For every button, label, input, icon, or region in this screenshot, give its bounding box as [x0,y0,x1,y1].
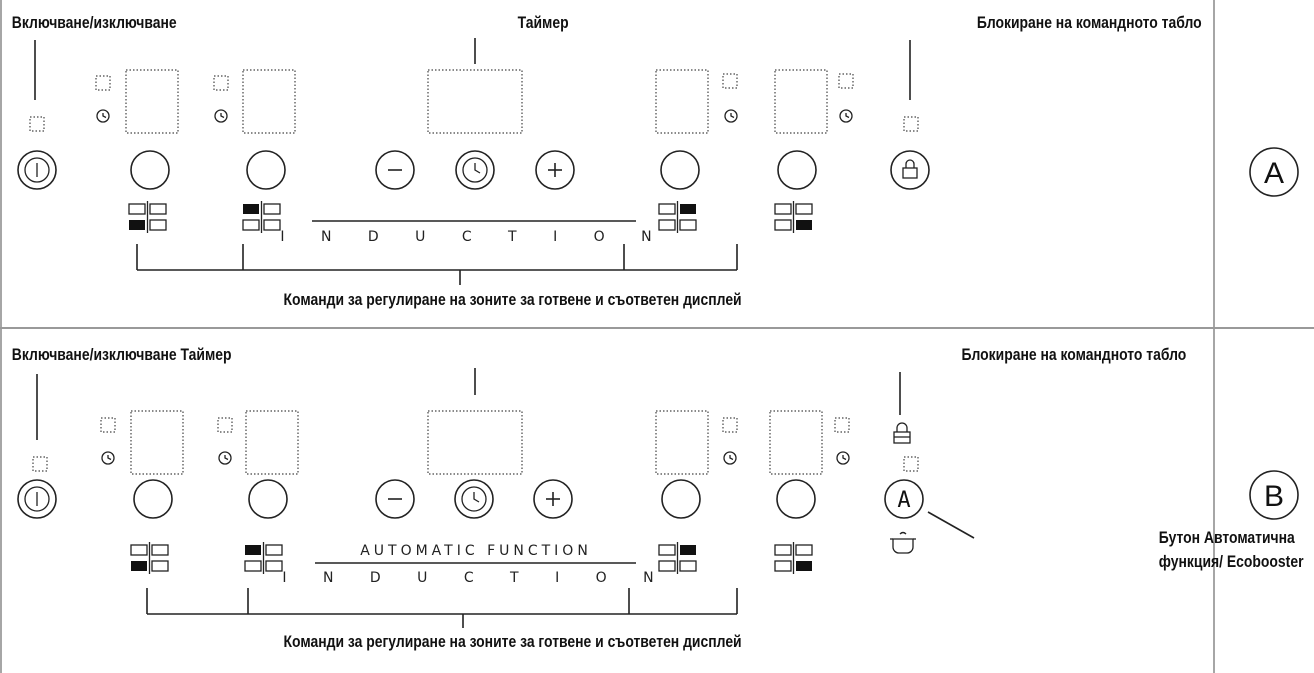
label-auto-button-line1: Бутон Автоматична [1159,529,1295,548]
label-auto-button-line2: функция/ Ecobooster [1159,553,1304,572]
power-button[interactable] [17,479,57,519]
zone-2-display [217,410,299,475]
zone-2-position-icon [244,542,283,574]
zone-1-button[interactable] [133,479,173,519]
zone-4-position-icon [774,542,813,574]
lock-icon [893,422,911,444]
zone-1-timer-indicator-icon [101,451,115,465]
zone-4-display [774,69,854,134]
panel-a-letter: A [1264,157,1284,190]
zone-1-display [95,69,179,134]
label-lock: Блокиране на командното табло [961,346,1186,365]
zone-4-display [769,410,850,475]
lock-indicator [903,456,919,472]
zones-bracket [136,244,738,285]
zone-1-button[interactable] [130,150,170,190]
power-indicator [32,456,48,472]
zone-2-timer-indicator-icon [218,451,232,465]
zone-4-button[interactable] [776,479,816,519]
lock-indicator [903,116,919,132]
zone-1-timer-indicator-icon [96,109,110,123]
label-zones: Команди за регулиране на зоните за готве… [284,633,742,652]
label-power: Включване/изключване [12,14,177,33]
induction-label: I N D U C T I O N [280,229,667,245]
minus-button[interactable] [375,150,415,190]
power-indicator [29,116,45,132]
timer-display [427,410,523,475]
leader-auto-button [927,511,975,539]
panel-a-badge [1249,147,1299,197]
clock-icon [461,486,487,512]
zones-bracket [146,588,738,628]
label-lock: Блокиране на командното табло [977,14,1202,33]
plus-icon [548,163,562,177]
power-icon [24,157,50,183]
timer-button[interactable] [455,150,495,190]
pot-icon [890,531,916,554]
panel-b: Включване/изключване Таймер Блокиране на… [12,346,1304,652]
zone-3-position-icon [658,201,697,233]
auto-function-glyph: A [897,488,910,513]
zone-1-position-icon [128,201,167,233]
label-zones: Команди за регулиране на зоните за готве… [284,291,742,310]
zone-2-button[interactable] [246,150,286,190]
power-button[interactable] [17,150,57,190]
induction-label: I N D U C T I O N [282,570,669,586]
panel-b-letter: B [1264,480,1284,513]
plus-icon [546,492,560,506]
minus-button[interactable] [375,479,415,519]
zone-3-position-icon [658,542,697,574]
zone-1-position-icon [130,542,169,574]
zone-1-display [100,410,184,475]
zone-3-button[interactable] [661,479,701,519]
plus-button[interactable] [535,150,575,190]
zone-2-position-icon [242,201,281,233]
zone-2-button[interactable] [248,479,288,519]
timer-display [427,69,523,134]
panel-a: Включване/изключване Таймер Блокиране на… [12,14,1299,310]
zone-3-timer-indicator-icon [724,109,738,123]
power-icon [24,486,50,512]
label-timer: Таймер [518,14,569,33]
lock-icon [902,159,918,179]
auto-function-button[interactable]: A [884,479,924,519]
auto-function-label: AUTOMATIC FUNCTION [360,543,592,559]
zone-2-display [213,69,296,134]
zone-3-button[interactable] [660,150,700,190]
zone-4-position-icon [774,201,813,233]
lock-button[interactable] [890,150,930,190]
zone-3-display [655,69,738,134]
label-power-timer: Включване/изключване Таймер [12,346,232,365]
clock-icon [462,157,488,183]
panel-b-badge [1249,470,1299,520]
zone-3-timer-indicator-icon [723,451,737,465]
zone-4-timer-indicator-icon [839,109,853,123]
zone-3-display [655,410,738,475]
plus-button[interactable] [533,479,573,519]
timer-button[interactable] [454,479,494,519]
zone-2-timer-indicator-icon [214,109,228,123]
zone-4-button[interactable] [777,150,817,190]
zone-4-timer-indicator-icon [836,451,850,465]
